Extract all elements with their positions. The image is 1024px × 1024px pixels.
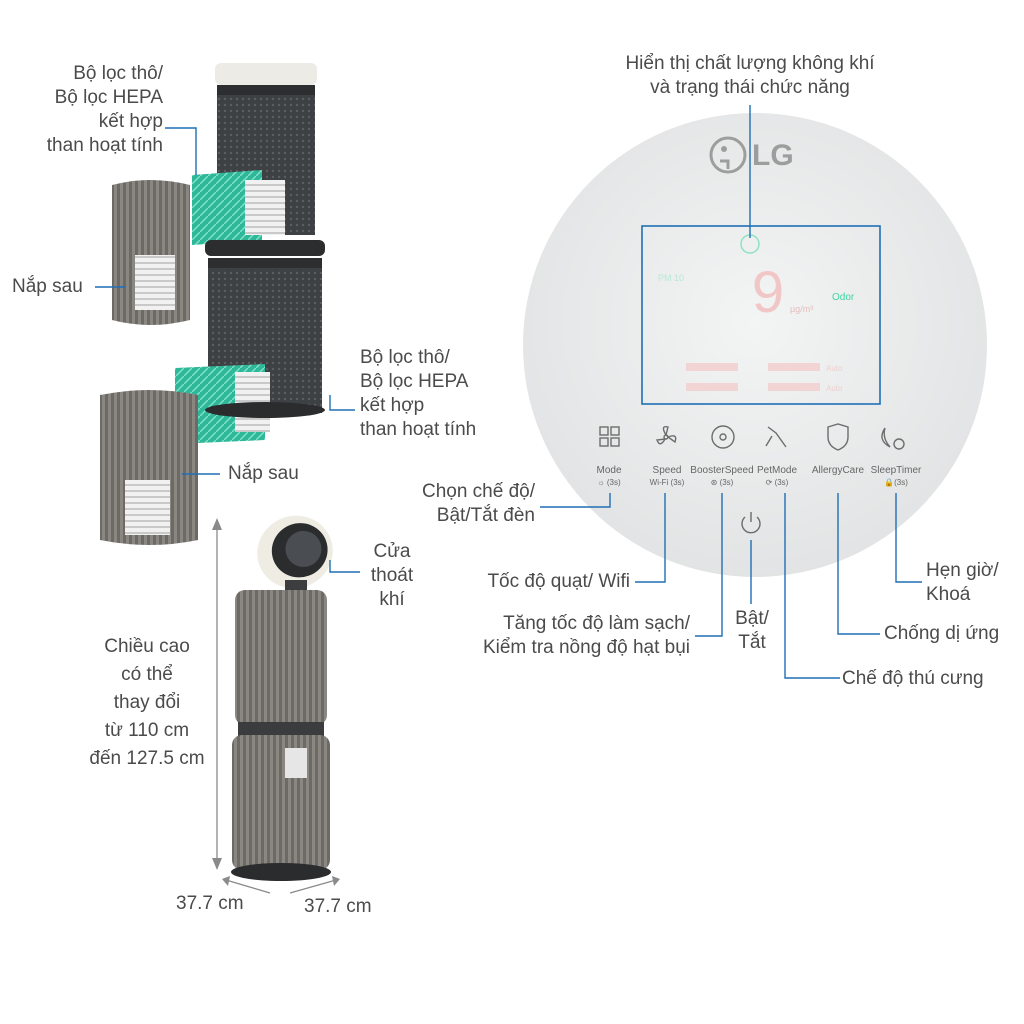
width-label-left: 37.7 cm [176,893,244,914]
display-auto-1: Auto [826,364,843,373]
exploded-purifier-middle [100,258,325,545]
display-pm: PM 10 [658,273,684,283]
booster-callout: Tăng tốc độ làm sạch/ Kiểm tra nồng độ h… [420,612,690,660]
button-allergy-name: AllergyCare [811,465,865,476]
booster-icon[interactable] [711,425,735,449]
button-mode-name: Mode [596,465,622,476]
timer-callout: Hẹn giờ/ Khoá [926,559,999,607]
height-line5: đến 127.5 cm [89,748,205,769]
power-icon[interactable] [741,512,761,534]
power-callout-line1: Bật/ [735,608,769,629]
booster-callout-line1: Tăng tốc độ làm sạch/ [503,613,690,634]
brand-logo-text: LG [752,139,794,172]
button-speed[interactable]: Speed Wi-Fi (3s) [638,465,696,489]
back-cover-label-top: Nắp sau [12,276,83,297]
pet-icon[interactable] [765,426,787,448]
button-sleep-sub: 🔒(3s) [884,478,908,487]
assembled-purifier [231,515,333,881]
air-outlet-label: Cửa thoát khí [352,540,432,612]
button-pet-name: PetMode [756,465,798,476]
display-odor: Odor [832,292,855,303]
assembled-lower [232,735,330,870]
display-bars [686,363,820,391]
button-booster[interactable]: BoosterSpeed ⊛ (3s) [690,465,754,489]
height-label: Chiều cao có thể thay đổi từ 110 cm đến … [72,633,222,773]
air-outlet-line1: Cửa [373,541,411,562]
left-leader-lines [95,127,360,573]
power-callout: Bật/ Tắt [722,607,782,655]
lower-back-cover [100,390,198,545]
assembled-upper [235,590,327,725]
power-callout-line2: Tắt [738,632,766,653]
filter-bottom-line2: Bộ lọc HEPA [360,371,469,392]
filter-bottom-line3: kết hợp [360,395,425,416]
button-sleep-name: SleepTimer [870,465,922,476]
display-frame [641,225,881,405]
button-pet-sub: ⟳ (3s) [765,478,789,487]
display-label-line2: và trạng thái chức năng [650,77,850,98]
display-label-line1: Hiển thị chất lượng không khí [625,53,875,74]
display-digit: 9 [752,260,784,325]
pet-callout: Chế độ thú cưng [842,668,984,689]
height-line4: từ 110 cm [104,720,190,741]
right-leader-lines [540,105,922,679]
upper-filter [192,170,262,245]
button-speed-sub: Wi-Fi (3s) [649,478,685,487]
panel-disc [523,113,987,577]
filter-label-top: Bộ lọc thô/ Bộ lọc HEPA kết hợp than hoạ… [0,62,163,158]
button-mode[interactable]: Mode ☼ (3s) [580,465,638,489]
allergy-callout: Chống dị ứng [884,623,1000,644]
back-cover-label-bottom: Nắp sau [228,463,299,484]
top-cap [215,63,317,85]
display-auto-2: Auto [826,384,843,393]
timer-callout-line1: Hẹn giờ/ [926,560,999,581]
shield-icon[interactable] [827,423,849,451]
display-unit: µg/m³ [790,304,813,314]
filter-label-bottom: Bộ lọc thô/ Bộ lọc HEPA kết hợp than hoạ… [360,346,476,442]
speed-callout: Tốc độ quạt/ Wifi [487,571,630,592]
booster-callout-line2: Kiểm tra nồng độ hạt bụi [482,637,690,658]
width-label-right: 37.7 cm [304,896,372,917]
button-booster-name: BoosterSpeed [690,465,754,476]
dimension-lines [212,518,340,894]
button-pet[interactable]: PetMode ⟳ (3s) [748,465,806,489]
fan-icon[interactable] [656,425,677,445]
filter-top-line4: than hoạt tính [46,135,163,156]
height-line3: thay đổi [113,692,181,713]
button-sleep[interactable]: SleepTimer 🔒(3s) [864,465,928,489]
mode-callout-line1: Chọn chế độ/ [421,481,535,502]
display-label: Hiển thị chất lượng không khí và trạng t… [590,52,910,100]
air-outlet-line3: khí [379,589,405,610]
height-line2: có thể [121,664,173,685]
button-speed-name: Speed [652,465,682,476]
mode-icon[interactable] [599,426,620,447]
button-allergy[interactable]: AllergyCare [806,465,870,477]
control-panel: 9 µg/m³ PM 10 Odor Auto Auto [523,113,987,577]
button-booster-sub: ⊛ (3s) [710,478,734,487]
timer-callout-line2: Khoá [926,584,971,605]
filter-bottom-line1: Bộ lọc thô/ [360,347,450,368]
sleep-timer-icon[interactable] [881,427,905,450]
exploded-purifier-top [112,63,325,325]
air-outlet-line2: thoát [370,565,414,586]
mode-callout: Chọn chế độ/ Bật/Tắt đèn [360,480,535,528]
mode-callout-line2: Bật/Tắt đèn [436,505,535,526]
height-line1: Chiều cao [104,636,190,657]
filter-bottom-line4: than hoạt tính [360,419,477,440]
filter-top-line3: kết hợp [98,111,163,132]
filter-top-line1: Bộ lọc thô/ [73,63,163,84]
lg-logo [709,136,747,174]
button-mode-sub: ☼ (3s) [597,478,621,487]
filter-top-line2: Bộ lọc HEPA [54,87,163,108]
